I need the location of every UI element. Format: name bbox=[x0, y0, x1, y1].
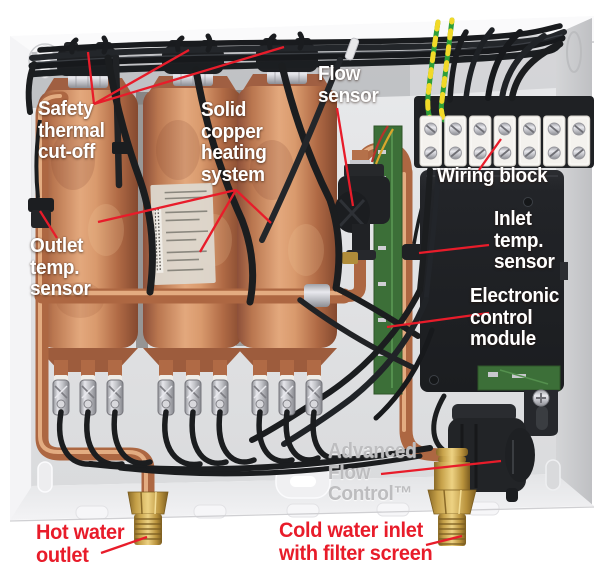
copper-piping bbox=[34, 91, 455, 501]
hot-water-outlet-fitting bbox=[127, 491, 169, 545]
outlet-temp-sensor-part bbox=[28, 119, 54, 228]
element-terminals bbox=[52, 359, 323, 416]
leader-lines bbox=[39, 45, 502, 555]
electronic-control-module-part bbox=[420, 170, 568, 436]
module-pcb-edge bbox=[477, 365, 561, 391]
cold-water-pipe bbox=[399, 165, 455, 463]
ground-wire bbox=[425, 17, 455, 123]
wiring-block-part bbox=[419, 115, 591, 167]
spec-sticker bbox=[150, 183, 216, 285]
copper-heating-cylinders bbox=[38, 38, 337, 372]
element-wires bbox=[57, 409, 433, 477]
